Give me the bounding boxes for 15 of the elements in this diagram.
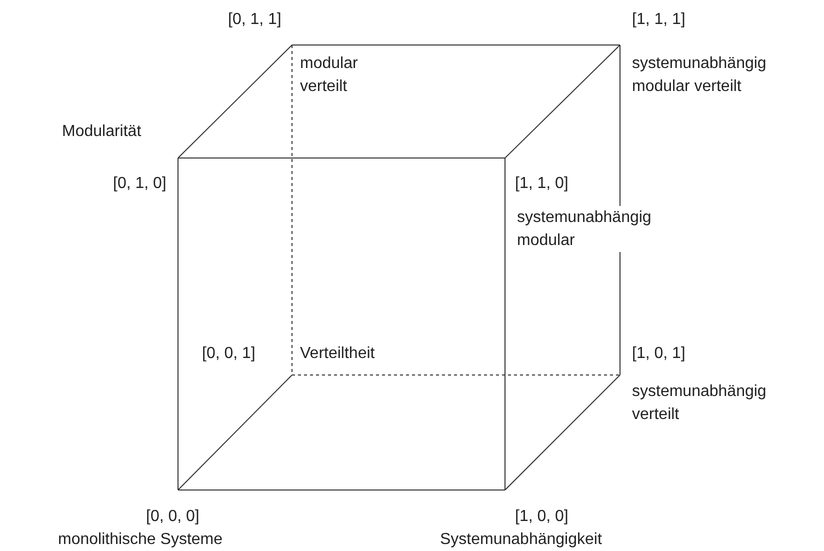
coordinate-label: [0, 0, 1] [202,344,256,364]
coordinate-label: [1, 1, 1] [632,10,686,30]
vertex-label: modular verteilt [300,54,359,97]
coordinate-label: [0, 1, 1] [228,10,282,30]
vertex-label: monolithische Systeme [58,530,223,550]
axis-label: Systemunabhängigkeit [440,530,602,550]
vertex-label: systemunabhängig verteilt [632,382,768,425]
axis-label: Modularität [62,122,142,142]
coordinate-label: [1, 0, 0] [515,507,568,527]
coordinate-label: [0, 1, 0] [113,174,166,194]
axis-label: Verteiltheit [300,344,375,364]
coordinate-label: [1, 1, 0] [515,174,568,194]
vertex-label: systemunabhängig modular verteilt [632,54,766,97]
coordinate-label: [1, 0, 1] [632,344,686,364]
coordinate-label: [0, 0, 0] [146,507,200,527]
